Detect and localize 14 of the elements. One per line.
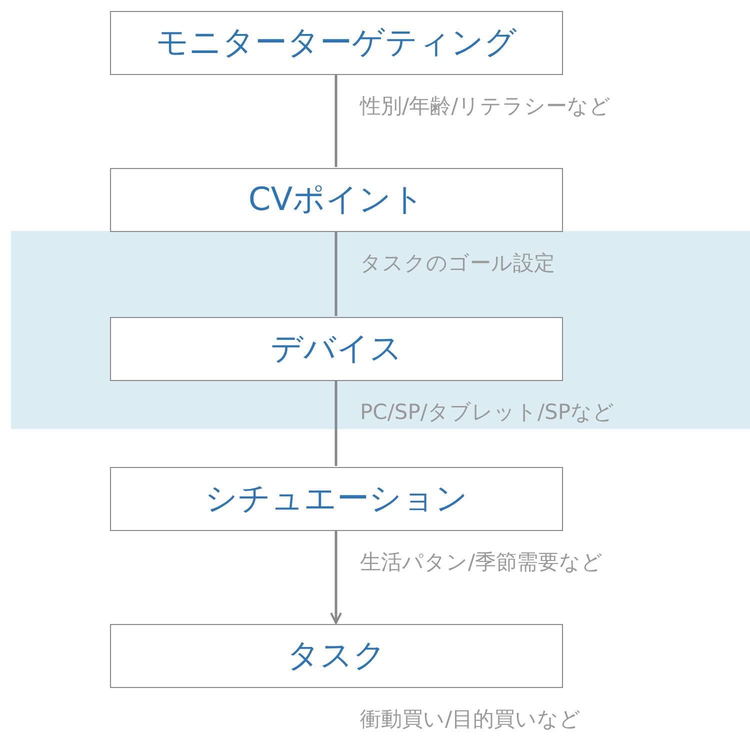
note-text: 性別/年齢/リテラシーなど bbox=[360, 96, 612, 117]
process-box: CVポイント bbox=[110, 168, 563, 232]
connector-line bbox=[334, 381, 338, 466]
process-box: デバイス bbox=[110, 317, 563, 381]
note-text: 衝動買い/目的買いなど bbox=[360, 709, 582, 730]
note-text: PC/SP/タブレット/SPなど bbox=[360, 402, 615, 423]
process-box: シチュエーション bbox=[110, 467, 563, 531]
process-box: タスク bbox=[110, 624, 563, 688]
process-box: モニターターゲティング bbox=[110, 11, 563, 75]
arrow bbox=[330, 531, 342, 624]
note-text: 生活パタン/季節需要など bbox=[360, 552, 604, 573]
connector-line bbox=[334, 75, 338, 167]
connector-line bbox=[334, 232, 338, 316]
note-text: タスクのゴール設定 bbox=[360, 253, 555, 274]
